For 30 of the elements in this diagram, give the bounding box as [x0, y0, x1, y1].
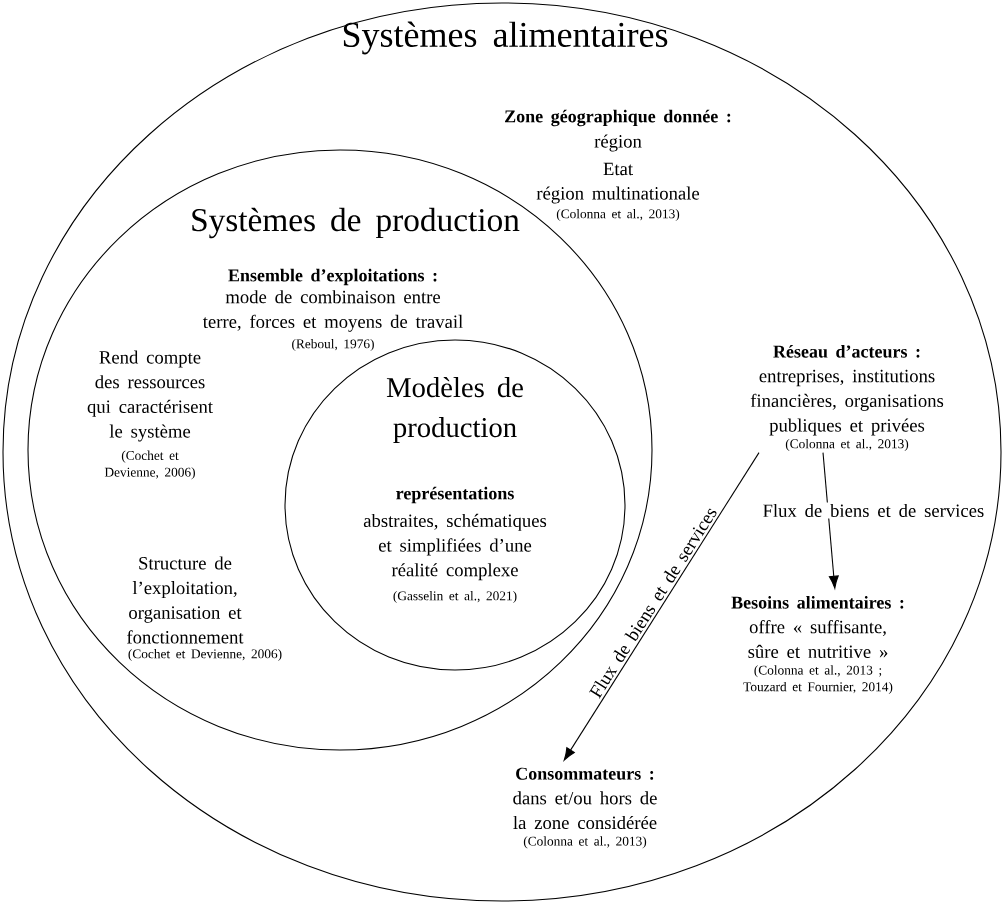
description: mode de combinaison entre terre, forces et moyens de travail [202, 290, 463, 332]
description: entreprises, institutions financières, organisations publiques et privées [750, 369, 944, 436]
citation: (Reboul, 1976) [292, 338, 374, 352]
description: Rend compte des ressources qui caractérisent le système [87, 350, 213, 442]
heading: Besoins alimentaires : [731, 596, 904, 609]
citation: (Colonna et al., 2013 ; Touzard et Fournier, 2014) [743, 665, 893, 694]
citation: (Cochet et Devienne, 2006) [104, 450, 195, 480]
edge-label: Flux de biens et de services [761, 502, 986, 519]
citation: (Colonna et al., 2013) [785, 438, 909, 451]
heading: Ensemble d’exploitations : [228, 268, 437, 286]
citation: (Cochet et Devienne, 2006) [128, 648, 282, 662]
description: région [594, 134, 642, 152]
citation: (Colonna et al., 2013) [523, 836, 647, 849]
description: région multinationale [536, 186, 700, 204]
citation: (Colonna et al., 2013) [556, 208, 680, 222]
circle-title: Modèles de production [386, 377, 523, 444]
heading: Réseau d’acteurs : [773, 345, 920, 358]
arrow [563, 452, 760, 761]
circle-title: Systèmes de production [192, 207, 520, 239]
citation: (Gasselin et al., 2021) [393, 590, 517, 604]
description: Structure de l’exploitation, organisation et fonctionnement [127, 556, 244, 644]
heading: Consommateurs : [516, 767, 654, 780]
description: abstraites, schématiques et simplifiées d’une réalité complexe [363, 513, 547, 581]
arrow [822, 452, 839, 589]
circle-title: Systèmes alimentaires [343, 21, 668, 55]
description: dans et/ou hors de la zone considérée [513, 791, 657, 830]
heading: représentations [396, 486, 514, 504]
description: Etat [603, 162, 633, 176]
heading: Zone géographique donnée : [505, 109, 731, 127]
description: offre « suffisante, sûre et nutritive » [748, 620, 888, 658]
